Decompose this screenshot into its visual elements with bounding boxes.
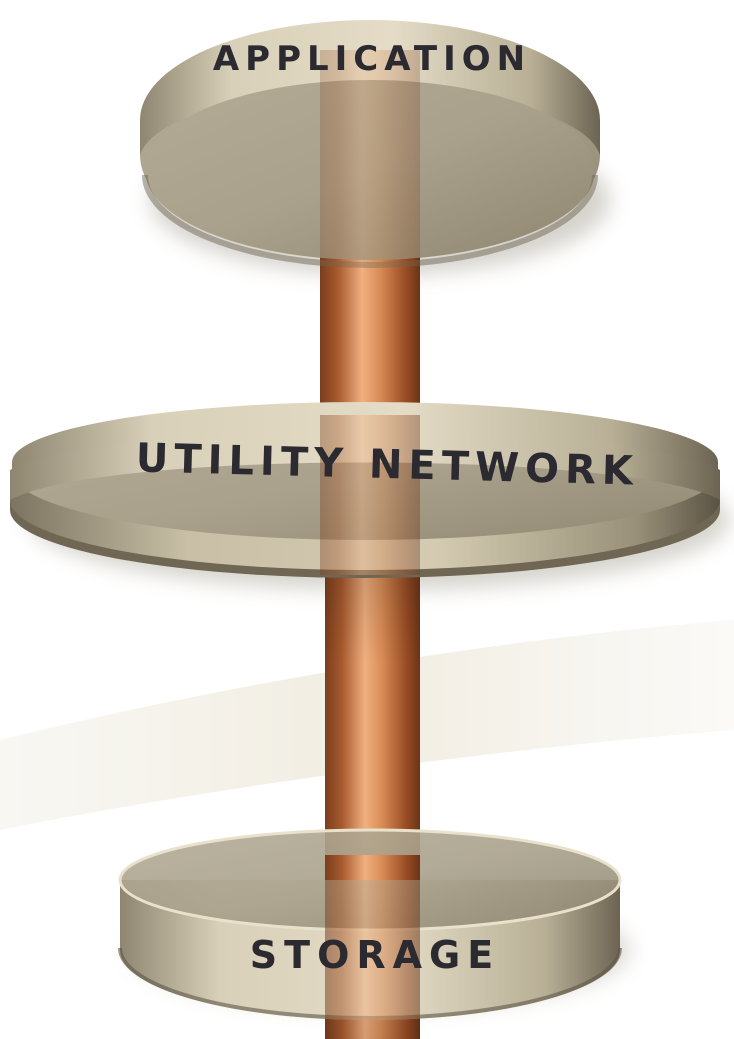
network-pillar-through: [320, 415, 420, 575]
application-label: APPLICATION: [213, 39, 531, 79]
storage-label: STORAGE: [250, 933, 500, 977]
application-pillar-through: [320, 50, 420, 280]
